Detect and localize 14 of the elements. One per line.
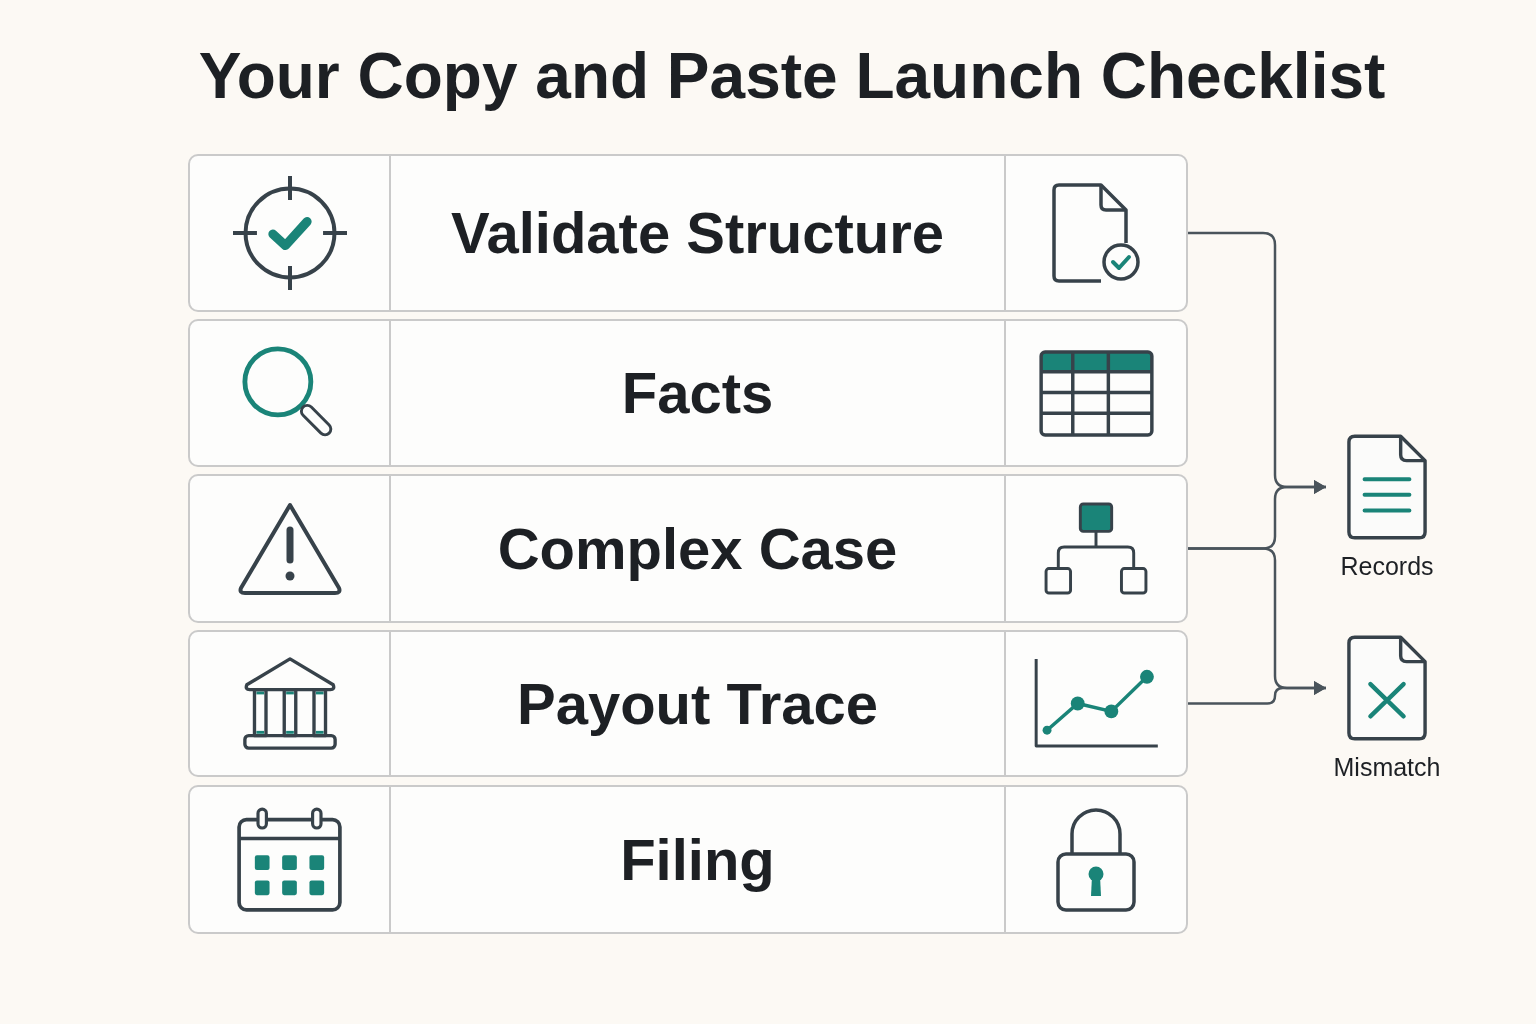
checklist-row <box>188 154 1188 312</box>
checklist-row <box>188 785 1188 934</box>
row-title: Facts <box>621 361 774 425</box>
checklist-row <box>188 630 1188 777</box>
row-title: Complex Case <box>497 516 898 581</box>
row-title: Validate Structure <box>450 201 945 265</box>
checklist-row <box>188 474 1188 623</box>
connector-arrow <box>1188 681 1326 705</box>
diagram-title: Your Copy and Paste Launch Checklist <box>198 39 1386 114</box>
output-label: Records <box>1340 551 1434 581</box>
output-label: Mismatch <box>1333 752 1441 782</box>
checklist-row <box>188 319 1188 467</box>
row-title: Filing <box>620 827 775 892</box>
row-title: Payout Trace <box>516 671 879 736</box>
